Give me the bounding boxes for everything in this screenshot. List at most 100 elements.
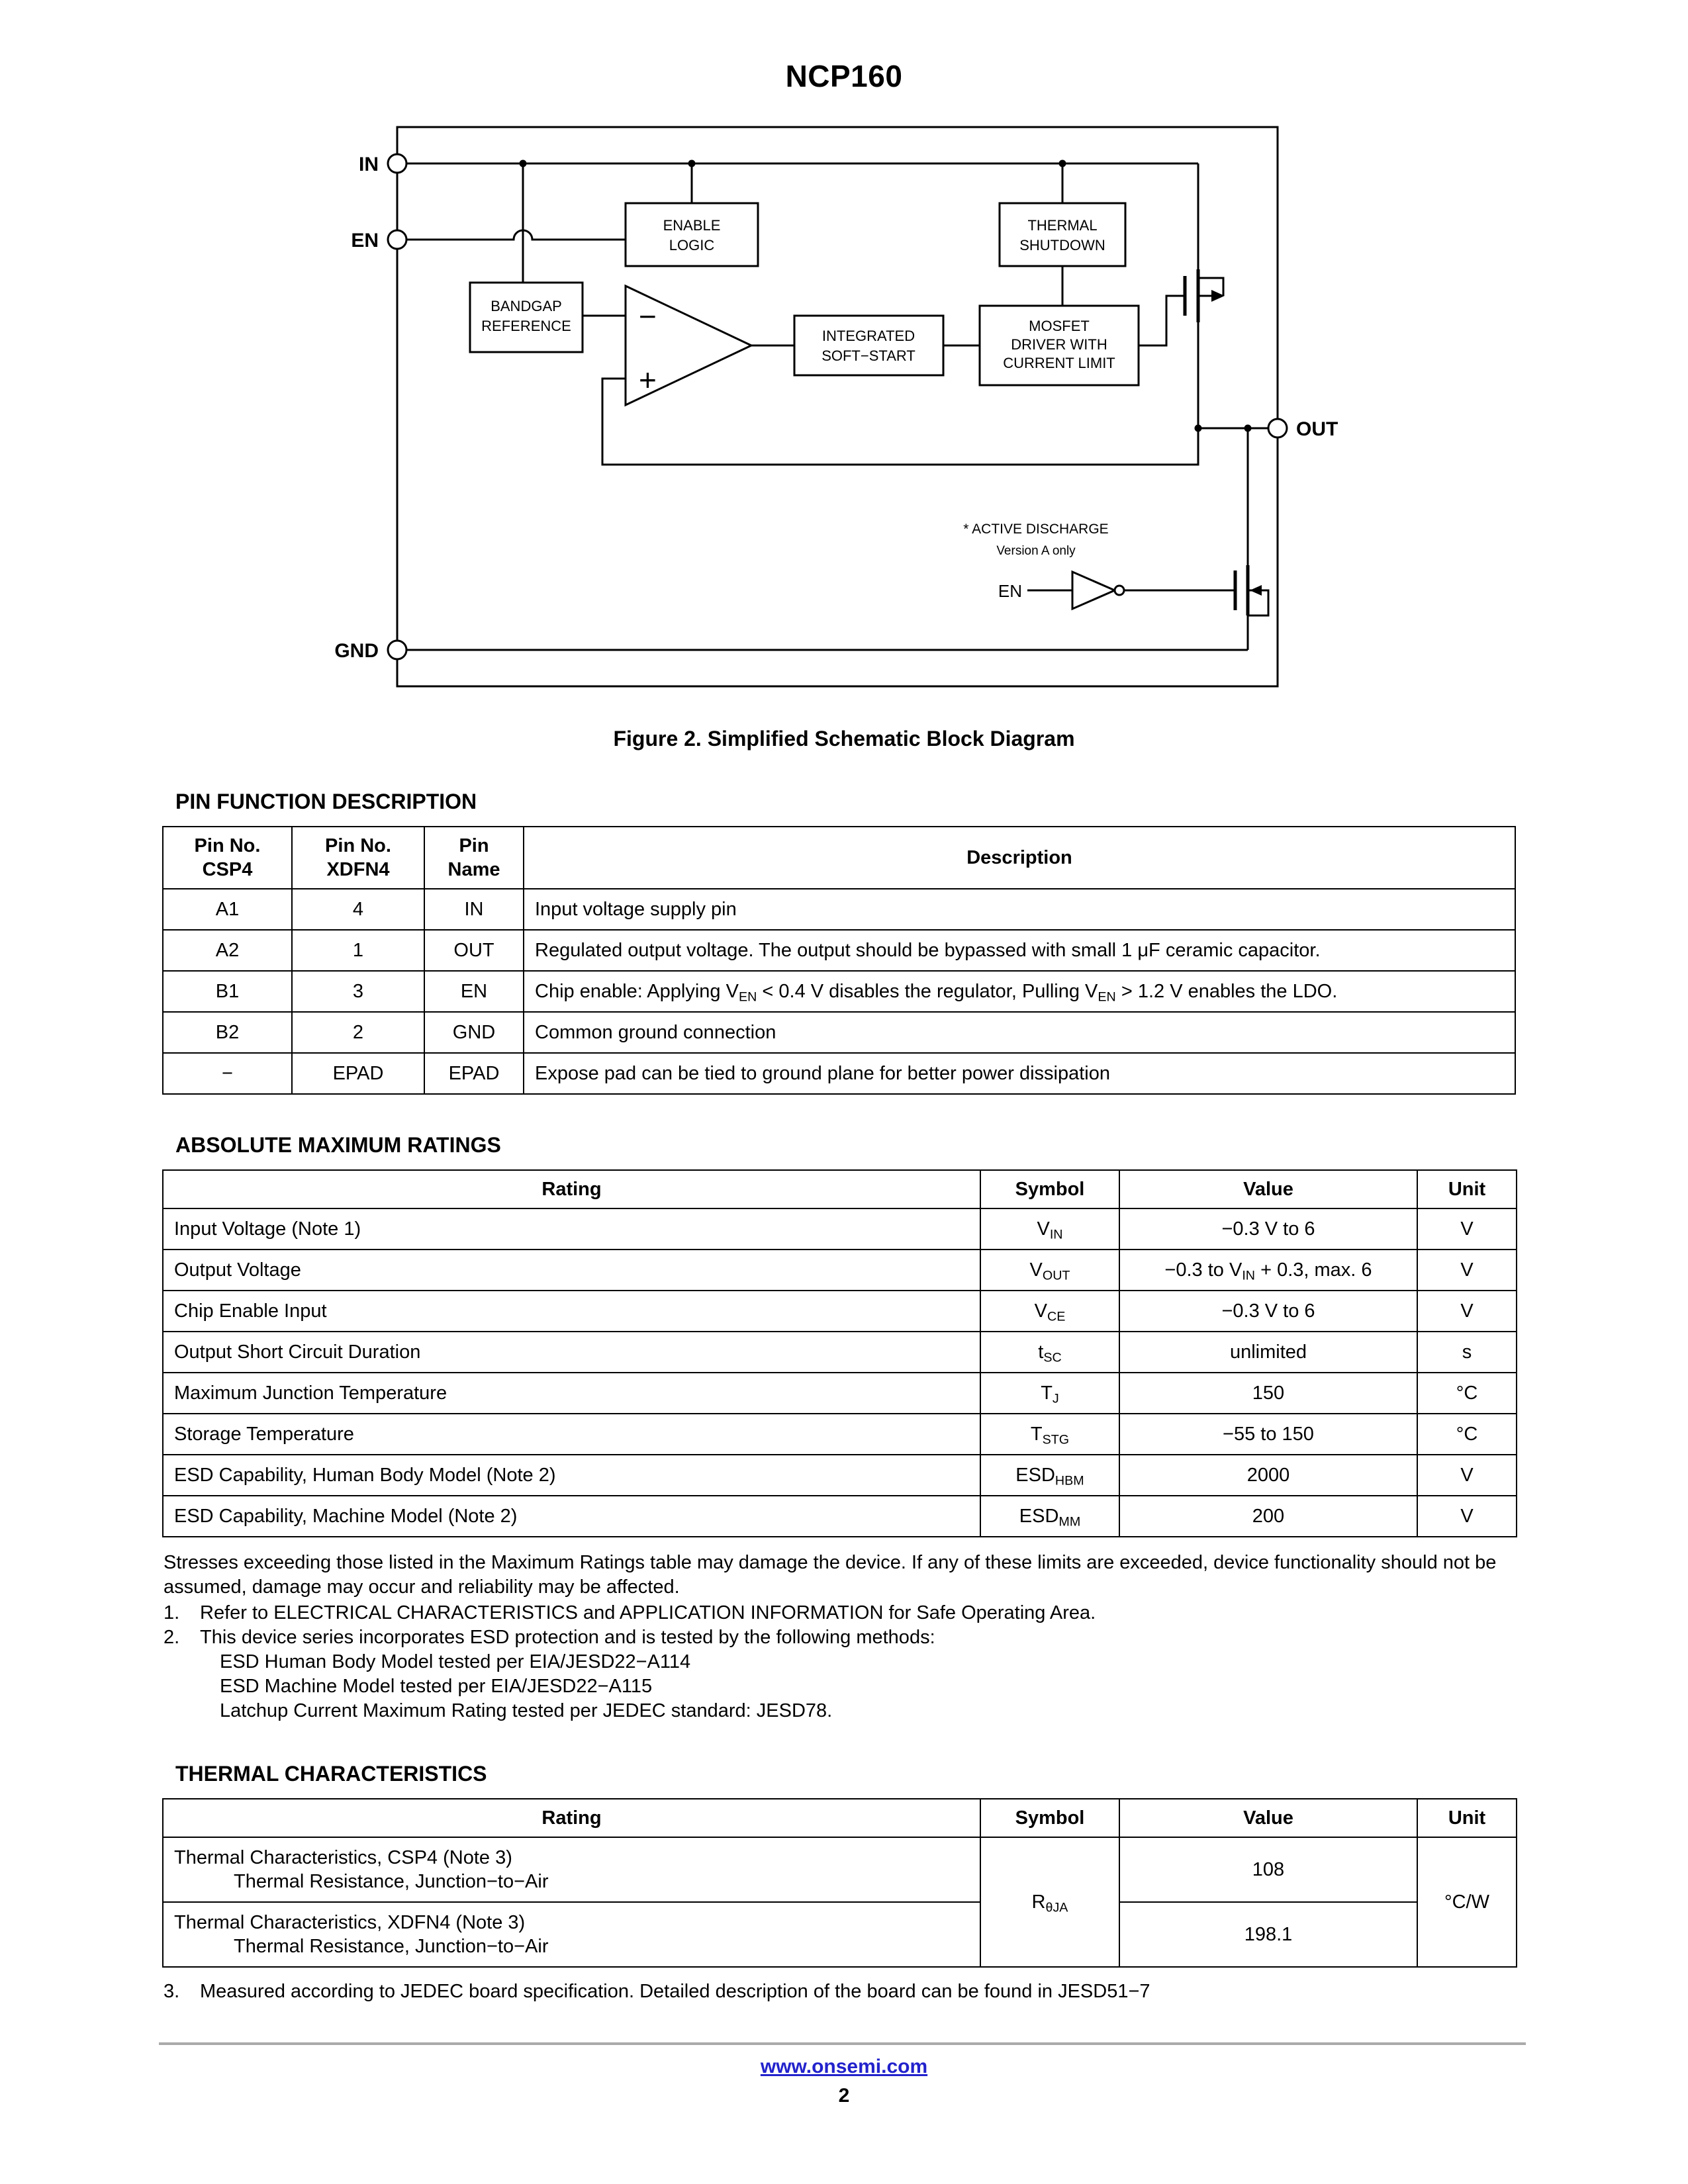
table-row: A1 4 IN Input voltage supply pin bbox=[162, 888, 1516, 931]
cell-csp4: A1 bbox=[162, 888, 293, 931]
stress-note: Stresses exceeding those listed in the M… bbox=[164, 1552, 1497, 1598]
block-label: REFERENCE bbox=[481, 318, 571, 334]
cell-value: −55 to 150 bbox=[1119, 1413, 1418, 1455]
absolute-maximum-ratings-table: Rating Symbol Value Unit Input Voltage (… bbox=[162, 1169, 1517, 1537]
table-row: Thermal Characteristics, CSP4 (Note 3) T… bbox=[162, 1837, 1517, 1968]
note-text: Measured according to JEDEC board specif… bbox=[200, 1981, 1150, 2002]
onsemi-website-link[interactable]: www.onsemi.com bbox=[760, 2056, 928, 2077]
en-discharge-label: EN bbox=[998, 581, 1022, 601]
table-row: A2 1 OUT Regulated output voltage. The o… bbox=[162, 929, 1516, 972]
block-label: SOFT−START bbox=[821, 347, 915, 364]
diagram-frame bbox=[396, 126, 1279, 688]
header-unit: Unit bbox=[1417, 1798, 1517, 1838]
pin-en: EN bbox=[351, 229, 408, 251]
cell-value: 150 bbox=[1119, 1372, 1418, 1414]
header-rating: Rating bbox=[162, 1798, 981, 1838]
cell-value: 198.1 bbox=[1119, 1901, 1418, 1968]
cell-csp4: A2 bbox=[162, 929, 293, 972]
cell-xdfn4: 2 bbox=[291, 1011, 425, 1054]
cell-rating: Storage Temperature bbox=[162, 1413, 981, 1455]
header-symbol: Symbol bbox=[980, 1169, 1120, 1209]
cell-value: 108 bbox=[1119, 1837, 1418, 1903]
block-label: INTEGRATED bbox=[822, 328, 915, 344]
abs-max-notes: Stresses exceeding those listed in the M… bbox=[164, 1551, 1521, 1723]
active-discharge-note: * ACTIVE DISCHARGE Version A only bbox=[963, 522, 1108, 558]
cell-symbol: tSC bbox=[980, 1331, 1120, 1373]
block-label: MOSFET bbox=[1029, 318, 1090, 334]
cell-unit: V bbox=[1417, 1208, 1517, 1250]
table-row: Storage Temperature TSTG −55 to 150 °C bbox=[162, 1413, 1517, 1455]
cell-pin-name: GND bbox=[424, 1011, 524, 1054]
cell-value: −0.3 V to 6 bbox=[1119, 1290, 1418, 1332]
block-enable-logic: ENABLE LOGIC bbox=[624, 202, 759, 267]
header-label: Name bbox=[447, 859, 500, 880]
inverter-gate bbox=[1071, 570, 1125, 611]
cell-symbol: VOUT bbox=[980, 1249, 1120, 1291]
footer-divider bbox=[159, 2042, 1526, 2045]
thermal-heading: THERMAL CHARACTERISTICS bbox=[175, 1762, 487, 1786]
nmos-discharge-transistor bbox=[1233, 565, 1270, 617]
note-2-subline: Latchup Current Maximum Rating tested pe… bbox=[220, 1700, 833, 1721]
table-row: B1 3 EN Chip enable: Applying VEN < 0.4 … bbox=[162, 970, 1516, 1013]
cell-value: 2000 bbox=[1119, 1454, 1418, 1496]
cell-pin-name: IN bbox=[424, 888, 524, 931]
schematic-svg: IN EN GND OUT ENABLE LOGIC THERMAL bbox=[334, 126, 1338, 688]
block-label: CURRENT LIMIT bbox=[1003, 355, 1115, 371]
cell-rating: Thermal Characteristics, CSP4 (Note 3) T… bbox=[162, 1837, 981, 1903]
header-value: Value bbox=[1119, 1798, 1418, 1838]
header-label: XDFN4 bbox=[326, 859, 390, 880]
opamp-plus-input: + bbox=[639, 363, 657, 397]
pin-en-label: EN bbox=[351, 230, 379, 251]
cell-symbol: VIN bbox=[980, 1208, 1120, 1250]
wires bbox=[406, 162, 1268, 651]
cell-csp4: B1 bbox=[162, 970, 293, 1013]
cell-rating: ESD Capability, Machine Model (Note 2) bbox=[162, 1495, 981, 1537]
header-pin-name: Pin Name bbox=[424, 826, 524, 889]
cell-description: Input voltage supply pin bbox=[523, 888, 1516, 931]
cell-xdfn4: EPAD bbox=[291, 1052, 425, 1095]
note-2-subline: ESD Human Body Model tested per EIA/JESD… bbox=[220, 1651, 691, 1672]
block-bandgap-reference: BANDGAP REFERENCE bbox=[469, 281, 584, 353]
note-3: 3. Measured according to JEDEC board spe… bbox=[164, 1979, 1521, 2004]
cell-symbol: ESDHBM bbox=[980, 1454, 1120, 1496]
note-2-subline: ESD Machine Model tested per EIA/JESD22−… bbox=[220, 1676, 653, 1697]
header-pin-no-xdfn4: Pin No. XDFN4 bbox=[291, 826, 425, 889]
active-discharge-subtitle: Version A only bbox=[996, 544, 1076, 558]
block-label: LOGIC bbox=[669, 237, 715, 253]
table-header-row: Rating Symbol Value Unit bbox=[162, 1798, 1517, 1838]
header-unit: Unit bbox=[1417, 1169, 1517, 1209]
opamp: − + bbox=[624, 284, 754, 407]
note-1: 1. Refer to ELECTRICAL CHARACTERISTICS a… bbox=[164, 1601, 1521, 1625]
cell-unit: °C bbox=[1417, 1372, 1517, 1414]
cell-rating: Thermal Characteristics, XDFN4 (Note 3) … bbox=[162, 1901, 981, 1968]
table-header-row: Rating Symbol Value Unit bbox=[162, 1169, 1517, 1209]
table-row: B2 2 GND Common ground connection bbox=[162, 1011, 1516, 1054]
pin-function-heading: PIN FUNCTION DESCRIPTION bbox=[175, 790, 477, 813]
cell-unit: V bbox=[1417, 1249, 1517, 1291]
junction-dots bbox=[519, 159, 1252, 432]
block-label: THERMAL bbox=[1027, 217, 1097, 234]
cell-pin-name: OUT bbox=[424, 929, 524, 972]
cell-description: Chip enable: Applying VEN < 0.4 V disabl… bbox=[523, 970, 1516, 1013]
block-label: ENABLE bbox=[663, 217, 721, 234]
cell-xdfn4: 4 bbox=[291, 888, 425, 931]
block-label: DRIVER WITH bbox=[1011, 336, 1107, 353]
cell-value: unlimited bbox=[1119, 1331, 1418, 1373]
cell-symbol: RθJA bbox=[980, 1837, 1120, 1968]
pmos-pass-transistor bbox=[1183, 269, 1225, 322]
block-mosfet-driver: MOSFET DRIVER WITH CURRENT LIMIT bbox=[978, 304, 1140, 387]
header-rating: Rating bbox=[162, 1169, 981, 1209]
cell-rating: Input Voltage (Note 1) bbox=[162, 1208, 981, 1250]
cell-pin-name: EPAD bbox=[424, 1052, 524, 1095]
cell-description: Common ground connection bbox=[523, 1011, 1516, 1054]
table-row: Chip Enable Input VCE −0.3 V to 6 V bbox=[162, 1290, 1517, 1332]
cell-csp4: − bbox=[162, 1052, 293, 1095]
pin-in-label: IN bbox=[359, 154, 379, 175]
thermal-characteristics-table: Rating Symbol Value Unit Thermal Charact… bbox=[162, 1798, 1517, 1968]
cell-symbol: VCE bbox=[980, 1290, 1120, 1332]
cell-xdfn4: 1 bbox=[291, 929, 425, 972]
table-row: ESD Capability, Machine Model (Note 2) E… bbox=[162, 1495, 1517, 1537]
mosfet-arrow bbox=[1250, 585, 1262, 596]
block-integrated-soft-start: INTEGRATED SOFT−START bbox=[793, 314, 945, 377]
cell-value: 200 bbox=[1119, 1495, 1418, 1537]
